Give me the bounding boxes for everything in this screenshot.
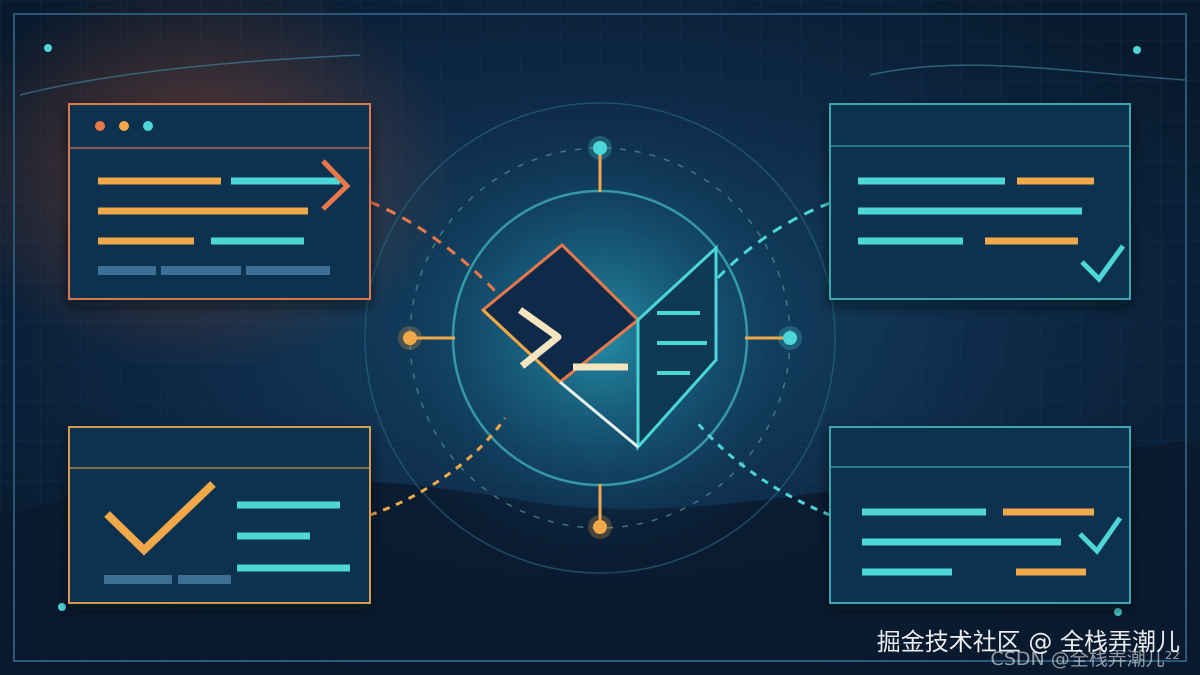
- connector-bottom-left: [369, 417, 507, 517]
- window-dot-yellow: [119, 121, 129, 131]
- node-left: [398, 326, 455, 350]
- outer-frame: [13, 13, 1187, 662]
- checkmark-icon: [1078, 516, 1123, 555]
- corner-dot: [58, 603, 66, 611]
- corner-dot: [1114, 608, 1122, 616]
- connector-bottom-right: [693, 419, 831, 517]
- corner-dot: [44, 44, 52, 52]
- ring-outer: [364, 102, 836, 574]
- decor-curve-left: [19, 54, 361, 96]
- code-window: [68, 103, 371, 300]
- chevron-right-icon: [321, 159, 351, 211]
- connector-top-left: [369, 200, 510, 306]
- corner-dot: [1133, 46, 1141, 54]
- result-window-bottom: [829, 426, 1131, 604]
- checkmark-icon: [1080, 244, 1126, 283]
- window-dot-red: [95, 121, 105, 131]
- decor-curve-right: [869, 64, 1186, 81]
- node-bottom: [588, 484, 612, 539]
- result-window-top: [829, 103, 1131, 300]
- node-top: [588, 136, 612, 192]
- success-window: [68, 426, 371, 604]
- connector-top-right: [698, 201, 831, 299]
- prompt-chevron: [517, 307, 562, 369]
- terminal-document-icon: [480, 242, 718, 451]
- checkmark-icon: [104, 481, 216, 556]
- window-dot-cyan: [143, 121, 153, 131]
- node-right: [745, 326, 802, 350]
